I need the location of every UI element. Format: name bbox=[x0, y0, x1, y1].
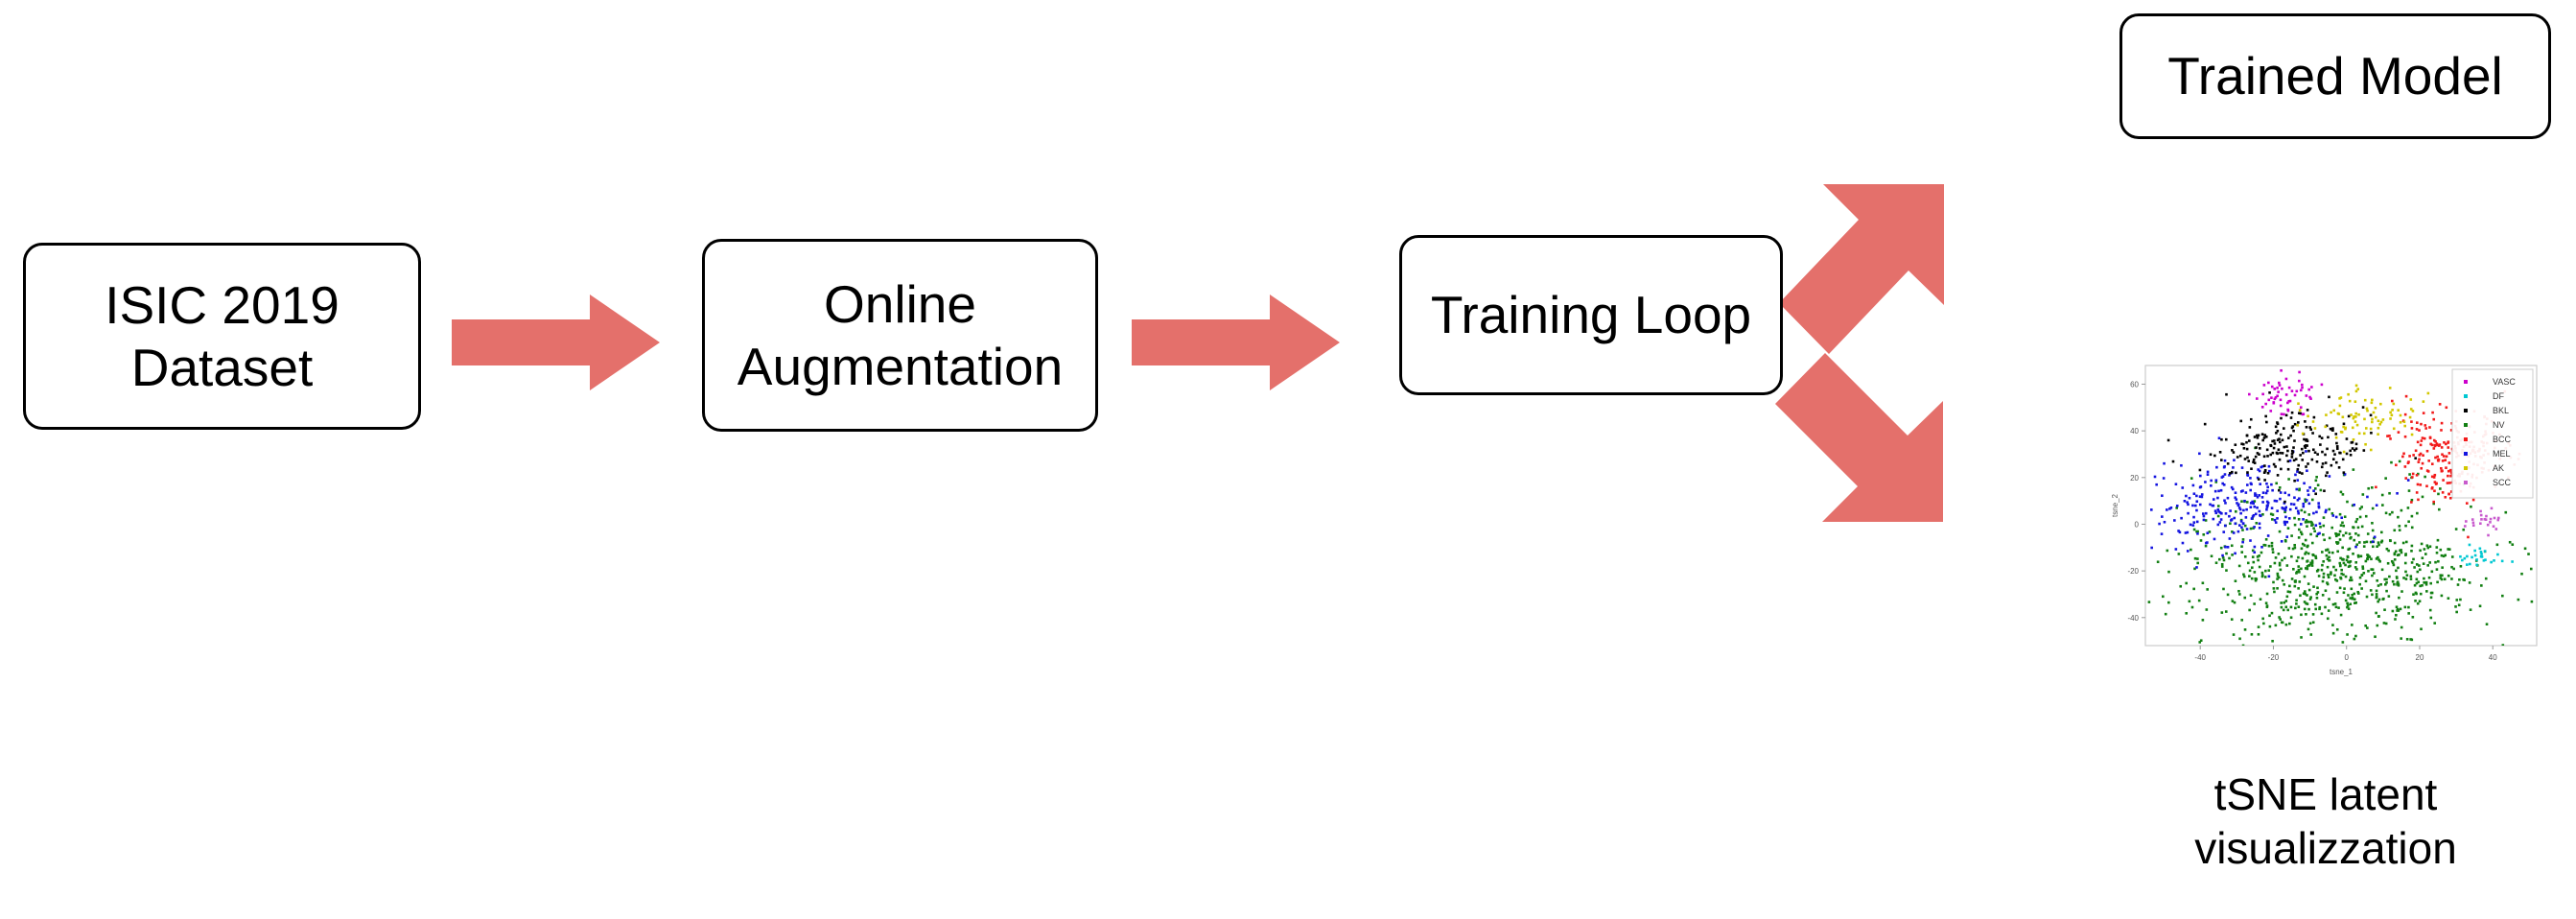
legend-label-mel: MEL bbox=[2493, 449, 2511, 459]
series-bkl bbox=[2166, 391, 2417, 504]
y-tick-label: 40 bbox=[2130, 427, 2139, 436]
node-isic-2019-dataset[interactable]: ISIC 2019 Dataset bbox=[23, 243, 421, 430]
legend-label-ak: AK bbox=[2493, 463, 2504, 473]
legend-marker-mel bbox=[2464, 452, 2468, 456]
series-df bbox=[2459, 543, 2514, 567]
legend-marker-vasc bbox=[2464, 380, 2468, 384]
x-tick-label: 40 bbox=[2489, 653, 2497, 662]
x-tick-label: 0 bbox=[2344, 653, 2349, 662]
arrow-training-to-tsne bbox=[1775, 353, 1943, 522]
y-tick-label: 20 bbox=[2130, 474, 2139, 483]
node-label-dataset: ISIC 2019 Dataset bbox=[105, 274, 340, 397]
legend-marker-df bbox=[2464, 394, 2468, 398]
arrow-training-to-trained-model bbox=[1779, 184, 1944, 354]
y-tick-label: 0 bbox=[2135, 520, 2140, 529]
series-ak bbox=[2296, 384, 2430, 454]
legend-marker-nv bbox=[2464, 423, 2468, 427]
node-label-trained: Trained Model bbox=[2167, 46, 2503, 106]
tsne-svg: -40 -20 0 20 40 60 40 20 0 -20 -40 tsne_1 tsne_2 VASC… bbox=[2111, 365, 2538, 676]
legend-label-bcc: BCC bbox=[2493, 435, 2512, 444]
node-online-augmentation[interactable]: Online Augmentation bbox=[702, 239, 1098, 432]
y-tick-label: 60 bbox=[2130, 380, 2139, 389]
node-label-augment: Online Augmentation bbox=[737, 273, 1064, 396]
legend-label-bkl: BKL bbox=[2493, 406, 2509, 415]
legend-marker-bkl bbox=[2464, 409, 2468, 412]
legend-marker-bcc bbox=[2464, 437, 2468, 441]
legend-marker-scc bbox=[2464, 481, 2468, 484]
y-axis-label: tsne_2 bbox=[2111, 493, 2119, 517]
legend-label-df: DF bbox=[2493, 391, 2504, 401]
legend-label-vasc: VASC bbox=[2493, 377, 2516, 387]
arrow-dataset-to-augment bbox=[452, 295, 660, 390]
legend-label-nv: NV bbox=[2493, 420, 2505, 430]
series-vasc bbox=[2248, 368, 2324, 416]
series-mel bbox=[2149, 436, 2410, 578]
node-trained-model[interactable]: Trained Model bbox=[2119, 13, 2551, 139]
x-axis-label: tsne_1 bbox=[2330, 668, 2354, 676]
legend-marker-ak bbox=[2464, 466, 2468, 470]
series-nv bbox=[2147, 446, 2534, 646]
y-tick-label: -40 bbox=[2127, 614, 2139, 623]
legend-box bbox=[2451, 368, 2534, 499]
tsne-caption: tSNE latent visualizzation bbox=[2194, 769, 2457, 874]
series-scc bbox=[2463, 507, 2500, 537]
node-label-training: Training Loop bbox=[1430, 285, 1752, 345]
chart-legend: VASC DF BKL NV BCC MEL AK SCC bbox=[2451, 368, 2534, 499]
legend-label-scc: SCC bbox=[2493, 478, 2512, 487]
y-tick-label: -20 bbox=[2127, 567, 2139, 576]
x-tick-label: -20 bbox=[2268, 653, 2280, 662]
node-training-loop[interactable]: Training Loop bbox=[1399, 235, 1783, 395]
arrow-augment-to-training bbox=[1132, 295, 1340, 390]
x-tick-label: 20 bbox=[2416, 653, 2424, 662]
tsne-scatter-plot[interactable]: -40 -20 0 20 40 60 40 20 0 -20 -40 tsne_1 tsne_2 VASC… bbox=[2109, 358, 2542, 684]
x-tick-label: -40 bbox=[2194, 653, 2206, 662]
